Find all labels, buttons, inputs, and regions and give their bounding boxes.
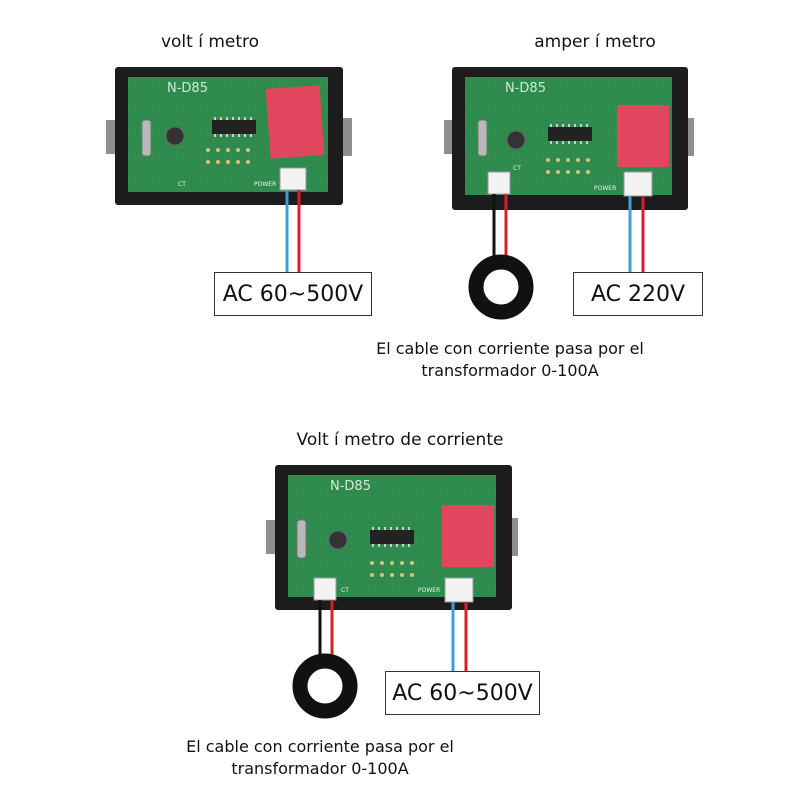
power-connector <box>279 167 307 191</box>
ct-silk-label: CT <box>178 181 186 188</box>
power-silk-label: POWER <box>594 185 616 192</box>
ct-connector <box>487 171 511 195</box>
voltmeter-title: volt í metro <box>160 32 260 52</box>
board-model-text: N-D85 <box>167 81 208 96</box>
ammeter-caption: El cable con corriente pasa por el trans… <box>340 338 680 382</box>
ct-silk-label: CT <box>513 165 521 172</box>
resistor <box>296 519 307 559</box>
power-connector <box>623 171 653 197</box>
ic-chip <box>370 530 414 544</box>
volt-ammeter-module <box>266 465 518 719</box>
ammeter-title: amper í metro <box>534 32 656 52</box>
ct-silk-label: CT <box>341 587 349 594</box>
power-connector <box>444 577 474 603</box>
resistor <box>477 119 488 157</box>
relay-block <box>617 105 669 167</box>
voltmeter-input-label: AC 60~500V <box>214 272 372 316</box>
power-silk-label: POWER <box>254 181 276 188</box>
caption-line-1: El cable con corriente pasa por el <box>376 339 644 358</box>
volt-ammeter-input-label: AC 60~500V <box>385 671 540 715</box>
ic-chip <box>548 127 592 141</box>
caption-line-2: transformador 0-100A <box>231 759 409 778</box>
volt-ammeter-caption: El cable con corriente pasa por el trans… <box>150 736 490 780</box>
caption-line-1: El cable con corriente pasa por el <box>186 737 454 756</box>
current-transformer-ring <box>468 254 534 320</box>
capacitor <box>506 130 526 150</box>
capacitor <box>165 126 185 146</box>
relay-block <box>265 85 325 159</box>
voltmeter-module <box>106 67 352 272</box>
board-model-text: N-D85 <box>330 479 371 494</box>
power-silk-label: POWER <box>418 587 440 594</box>
resistor <box>141 119 152 157</box>
board-model-text: N-D85 <box>505 81 546 96</box>
ic-chip <box>212 120 256 134</box>
ammeter-module <box>444 67 694 320</box>
capacitor <box>328 530 348 550</box>
ammeter-input-label: AC 220V <box>573 272 703 316</box>
current-transformer-ring <box>292 653 358 719</box>
caption-line-2: transformador 0-100A <box>421 361 599 380</box>
volt-ammeter-title: Volt í metro de corriente <box>296 430 504 450</box>
relay-block <box>442 505 494 567</box>
ct-connector <box>313 577 337 601</box>
